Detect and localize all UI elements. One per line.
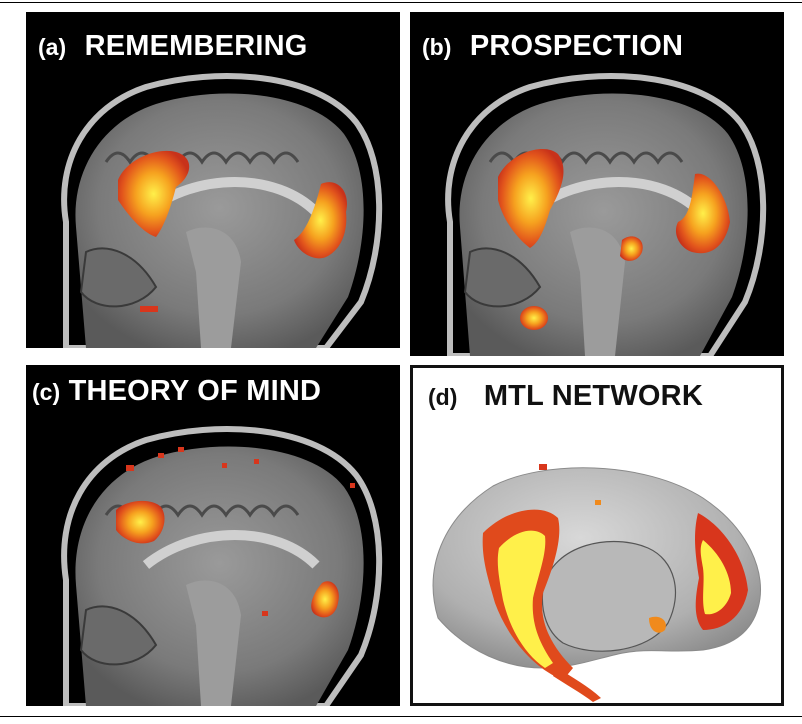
panel-d-tag: (d) <box>428 384 458 410</box>
panel-a-label: (a) REMEMBERING <box>38 30 308 63</box>
activation-map-a <box>118 150 347 312</box>
activation-map-c <box>116 447 355 618</box>
panel-c-theory-of-mind: (c) THEORY OF MIND <box>26 365 400 706</box>
panel-b-title: PROSPECTION <box>469 30 684 62</box>
panel-c-tag: (c) <box>32 379 61 405</box>
brain-surface-medial-d <box>432 464 762 702</box>
panel-c-label: (c) THEORY OF MIND <box>32 375 321 408</box>
top-rule <box>0 2 802 3</box>
panel-a-tag: (a) <box>38 34 67 60</box>
panel-d-label: (d) MTL NETWORK <box>428 380 703 413</box>
panel-b-tag: (b) <box>422 34 452 60</box>
activation-map-b <box>498 148 730 330</box>
panel-a-title: REMEMBERING <box>84 30 308 62</box>
panel-b-label: (b) PROSPECTION <box>422 30 683 63</box>
panel-b-prospection: (b) PROSPECTION <box>410 12 784 356</box>
panel-c-title: THEORY OF MIND <box>68 375 322 407</box>
bottom-rule <box>0 716 802 717</box>
panel-a-remembering: (a) REMEMBERING <box>26 12 400 348</box>
panel-d-mtl-network: (d) MTL NETWORK <box>410 365 784 706</box>
panel-d-title: MTL NETWORK <box>483 380 703 412</box>
